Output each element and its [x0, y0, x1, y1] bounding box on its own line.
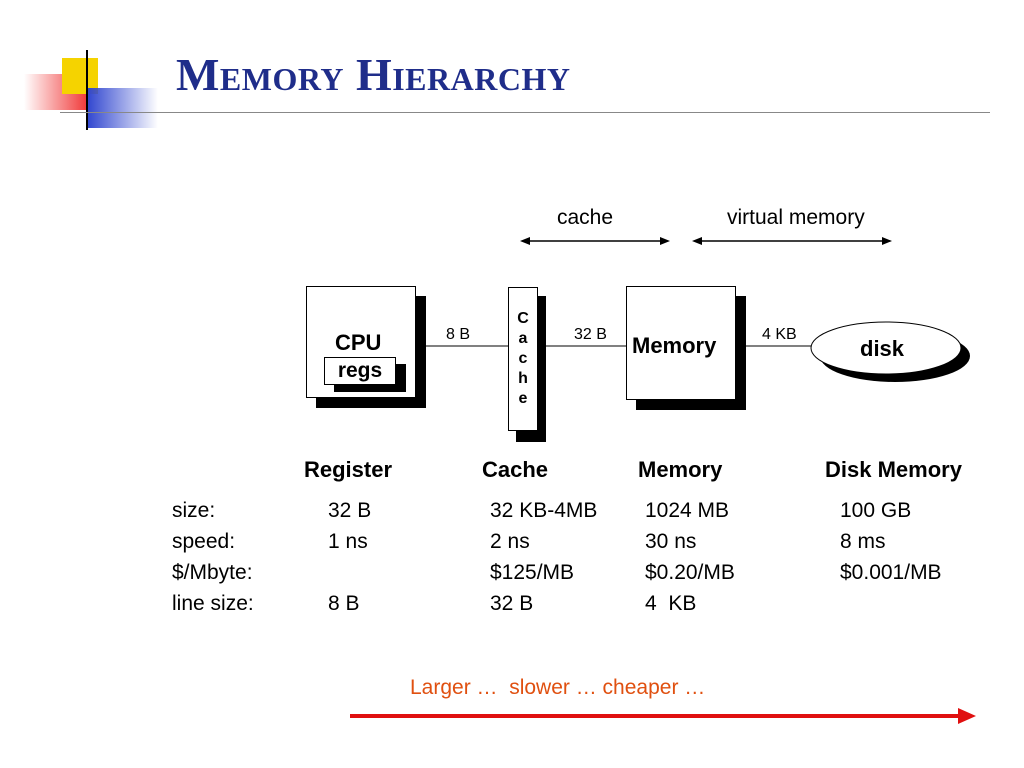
- disk-ellipse: [810, 321, 962, 375]
- memory-disk-width: 4 KB: [762, 326, 797, 343]
- table-cell: $0.20/MB: [645, 561, 735, 584]
- cache-letter: h: [518, 370, 528, 387]
- header-disk-memory: Disk Memory: [825, 457, 962, 482]
- cache-column: C a c h e: [508, 287, 538, 431]
- row-label: $/Mbyte:: [172, 561, 253, 584]
- cache-range-label: cache: [557, 206, 614, 229]
- table-cell: $125/MB: [490, 561, 575, 584]
- table-cell: $0.001/MB: [840, 561, 942, 584]
- cpu-label: CPU: [335, 330, 382, 355]
- table-cell: 32 B: [490, 592, 534, 615]
- table-cell: 4 KB: [645, 592, 697, 615]
- logo-vertical-line: [86, 50, 88, 130]
- table-cell: 1 ns: [328, 530, 368, 553]
- table-cell: 8 ms: [840, 530, 886, 553]
- table-cell: 1024 MB: [645, 499, 730, 522]
- row-label: speed:: [172, 530, 236, 553]
- header-cache: Cache: [482, 457, 549, 482]
- cache-range-arrowhead-left: [520, 237, 530, 245]
- regs-label: regs: [337, 359, 383, 382]
- table-cell: 100 GB: [840, 499, 912, 522]
- slide-title: Memory Hierarchy: [176, 49, 571, 100]
- logo-horizontal-line: [60, 112, 990, 113]
- table-cell: 32 KB-4MB: [490, 499, 598, 522]
- table-cell: 2 ns: [490, 530, 530, 553]
- table-cell: 30 ns: [645, 530, 697, 553]
- memory-box: [626, 286, 736, 400]
- memory-label: Memory: [632, 333, 717, 358]
- row-label: line size:: [172, 592, 254, 615]
- cache-letter: e: [518, 390, 528, 407]
- cache-letter: c: [518, 350, 528, 367]
- header-memory: Memory: [638, 457, 723, 482]
- trend-arrowhead: [958, 708, 976, 724]
- cpu-cache-width: 8 B: [446, 326, 471, 343]
- cache-range-arrowhead-right: [660, 237, 670, 245]
- row-label: size:: [172, 499, 216, 522]
- header-register: Register: [304, 457, 393, 482]
- table-cell: 8 B: [328, 592, 360, 615]
- vm-range-arrowhead-right: [882, 237, 892, 245]
- cache-letter: C: [517, 310, 529, 327]
- vm-range-label: virtual memory: [727, 206, 865, 229]
- logo-blue-bar: [88, 88, 158, 128]
- vm-range-arrowhead-left: [692, 237, 702, 245]
- cache-memory-width: 32 B: [574, 326, 607, 343]
- table-cell: 32 B: [328, 499, 372, 522]
- regs-box: regs: [324, 357, 396, 385]
- trend-tagline: Larger … slower … cheaper …: [410, 676, 706, 699]
- cache-letter: a: [518, 330, 528, 347]
- disk-label: disk: [860, 336, 905, 361]
